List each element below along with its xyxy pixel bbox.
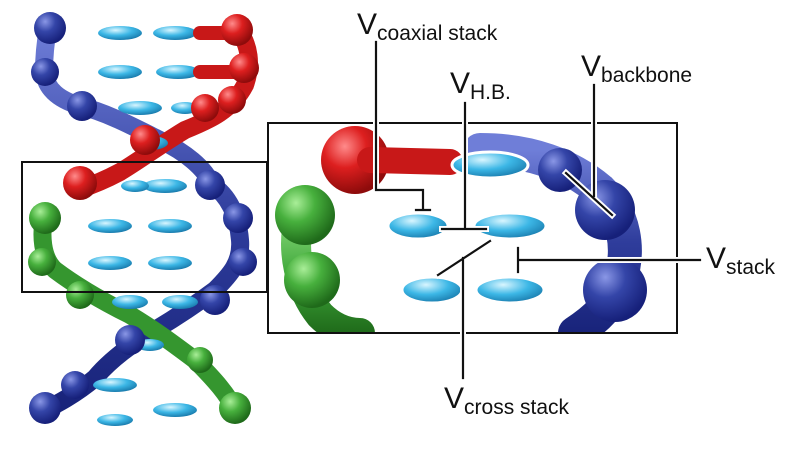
label-stack: Vstack bbox=[706, 242, 775, 279]
label-backbone-main: V bbox=[581, 50, 602, 83]
leader-backbone bbox=[561, 82, 617, 220]
leader-coaxial-stack bbox=[373, 39, 433, 213]
rods-left bbox=[43, 26, 247, 417]
label-backbone-sub: backbone bbox=[601, 64, 693, 87]
label-cross-stack: Vcross stack bbox=[444, 382, 569, 419]
label-stack-main: V bbox=[706, 242, 727, 275]
label-cross-stack-sub: cross stack bbox=[464, 396, 570, 419]
label-coaxial-stack-sub: coaxial stack bbox=[377, 22, 498, 45]
leader-h-b bbox=[439, 100, 489, 232]
label-h-b-main: V bbox=[450, 67, 471, 100]
label-cross-stack-main: V bbox=[444, 382, 465, 415]
leader-stack bbox=[515, 245, 703, 275]
helix-model bbox=[21, 12, 268, 426]
label-backbone: Vbackbone bbox=[581, 50, 692, 87]
label-h-b: VH.B. bbox=[450, 67, 511, 104]
label-coaxial-stack: Vcoaxial stack bbox=[357, 8, 497, 45]
zoom-inset bbox=[267, 122, 678, 334]
leader-lines bbox=[373, 39, 703, 381]
zoom-inset-frame bbox=[267, 122, 678, 334]
leader-cross-stack bbox=[433, 236, 495, 381]
label-h-b-sub: H.B. bbox=[470, 81, 511, 104]
label-coaxial-stack-main: V bbox=[357, 8, 378, 41]
label-stack-sub: stack bbox=[726, 256, 776, 279]
